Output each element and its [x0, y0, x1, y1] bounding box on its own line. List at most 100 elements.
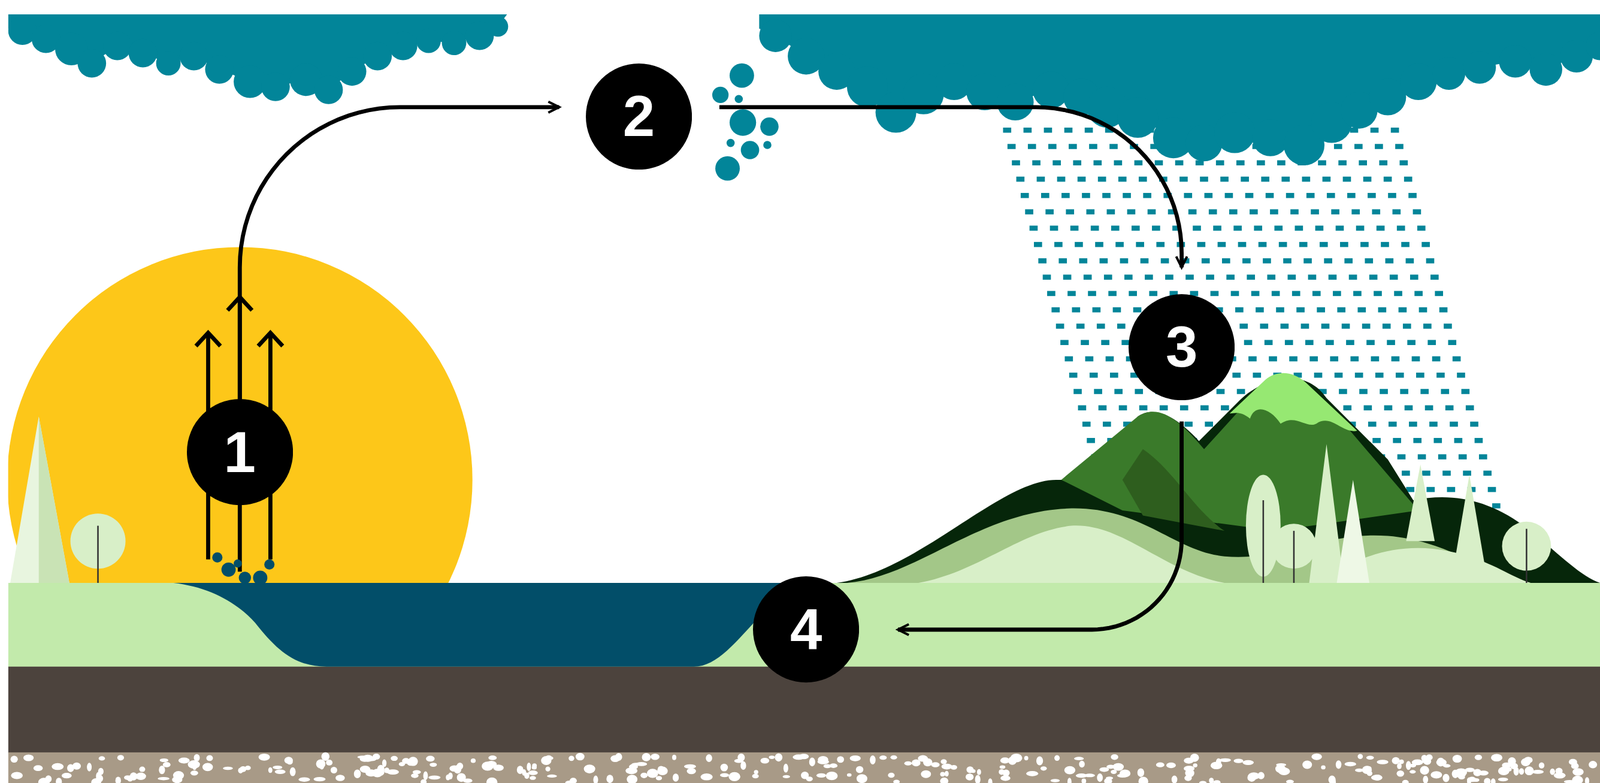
droplet	[239, 571, 251, 584]
raindrop	[1399, 160, 1409, 166]
raindrop	[1436, 372, 1445, 378]
gravel-dot	[1000, 775, 1011, 781]
raindrop	[1016, 176, 1025, 183]
gravel-dot	[171, 776, 183, 783]
raindrop	[1302, 176, 1311, 183]
gravel-dot	[836, 755, 845, 763]
tree	[1309, 443, 1345, 583]
raindrop	[1290, 209, 1299, 215]
raindrop	[1124, 274, 1133, 280]
raindrop	[1117, 323, 1126, 329]
raindrop	[1077, 176, 1087, 183]
gravel-dot	[1588, 760, 1598, 768]
raindrop	[1422, 470, 1431, 477]
gravel-dot	[1507, 767, 1512, 772]
raindrop	[1138, 176, 1148, 183]
raindrop	[1321, 323, 1330, 329]
raindrop	[1121, 339, 1130, 346]
gravel-dot	[222, 766, 234, 771]
raindrop	[1392, 437, 1402, 444]
gravel-dot	[593, 775, 598, 783]
raindrop	[1322, 176, 1332, 183]
droplet	[726, 138, 736, 148]
raindrop	[1331, 209, 1340, 215]
raindrop	[1429, 421, 1438, 428]
raindrop	[1101, 339, 1110, 346]
tree	[1450, 474, 1488, 583]
gravel-dot	[626, 774, 638, 783]
raindrop	[1295, 225, 1304, 232]
raindrop	[1358, 160, 1367, 166]
raindrop	[1093, 160, 1102, 166]
raindrop	[1389, 274, 1399, 280]
raindrop	[1033, 242, 1043, 248]
gravel-dot	[178, 757, 190, 764]
raindrop	[1163, 192, 1172, 199]
gravel-dot	[1192, 763, 1197, 768]
gravel-dot	[1419, 766, 1429, 776]
raindrop	[1067, 291, 1076, 297]
gravel-dot	[1571, 775, 1583, 783]
raindrop	[1308, 274, 1317, 280]
gravel-dot	[610, 755, 620, 763]
gravel-dot	[584, 764, 596, 774]
gravel-dot	[939, 777, 949, 783]
raindrop	[1032, 160, 1041, 166]
raindrop	[1069, 372, 1078, 378]
raindrop	[1109, 143, 1118, 150]
gravel-dot	[1119, 769, 1131, 777]
gravel-dot	[1409, 769, 1416, 774]
gravel-dot	[1421, 754, 1428, 762]
gravel-dot	[1572, 767, 1584, 776]
raindrop	[1430, 274, 1439, 280]
raindrop	[1238, 242, 1247, 248]
raindrop	[1357, 307, 1366, 313]
cloud-puff	[1214, 112, 1255, 153]
raindrop	[1275, 307, 1285, 313]
cloud-puff	[363, 41, 392, 71]
raindrop	[1417, 225, 1426, 232]
raindrop	[1458, 454, 1468, 460]
gravel-dot	[516, 765, 524, 774]
callout-number: 1	[186, 398, 293, 505]
raindrop	[1201, 258, 1211, 264]
gravel-dot	[1040, 766, 1048, 771]
gravel-dot	[640, 772, 648, 779]
gravel-dot	[1210, 761, 1223, 770]
raindrop	[1142, 192, 1152, 199]
cloud-puff	[1399, 63, 1437, 101]
raindrop	[1402, 323, 1412, 329]
raindrop	[1426, 487, 1435, 493]
gravel-dot	[157, 776, 170, 780]
arrow-head	[195, 333, 221, 347]
raindrop	[1376, 225, 1385, 232]
raindrop	[1089, 143, 1098, 150]
raindrop	[1129, 143, 1139, 150]
callout-number: 4	[752, 576, 860, 683]
gravel-dot	[705, 754, 713, 762]
raindrop	[1362, 323, 1371, 329]
raindrop	[1356, 225, 1365, 232]
gravel-dot	[646, 768, 659, 778]
gravel-dot	[51, 763, 64, 771]
gravel-dot	[45, 775, 53, 783]
cloud-puff	[487, 16, 508, 37]
tree	[10, 416, 70, 583]
raindrop	[1148, 291, 1158, 297]
raindrop	[1360, 242, 1369, 248]
raindrop	[1363, 405, 1373, 411]
raindrop	[1315, 225, 1324, 232]
raindrop	[1176, 242, 1185, 248]
gravel-dot	[470, 758, 476, 764]
cloud-puff	[77, 49, 107, 78]
gravel-dot	[1371, 774, 1383, 780]
raindrop	[1065, 356, 1074, 362]
raindrop	[1002, 127, 1012, 133]
raindrop	[1338, 160, 1347, 166]
gravel	[8, 752, 1600, 783]
raindrop	[1181, 258, 1190, 264]
tree-stem	[1525, 528, 1528, 583]
gravel-dot	[944, 770, 949, 777]
gravel-dot	[192, 760, 198, 770]
gravel-dot	[95, 771, 102, 781]
